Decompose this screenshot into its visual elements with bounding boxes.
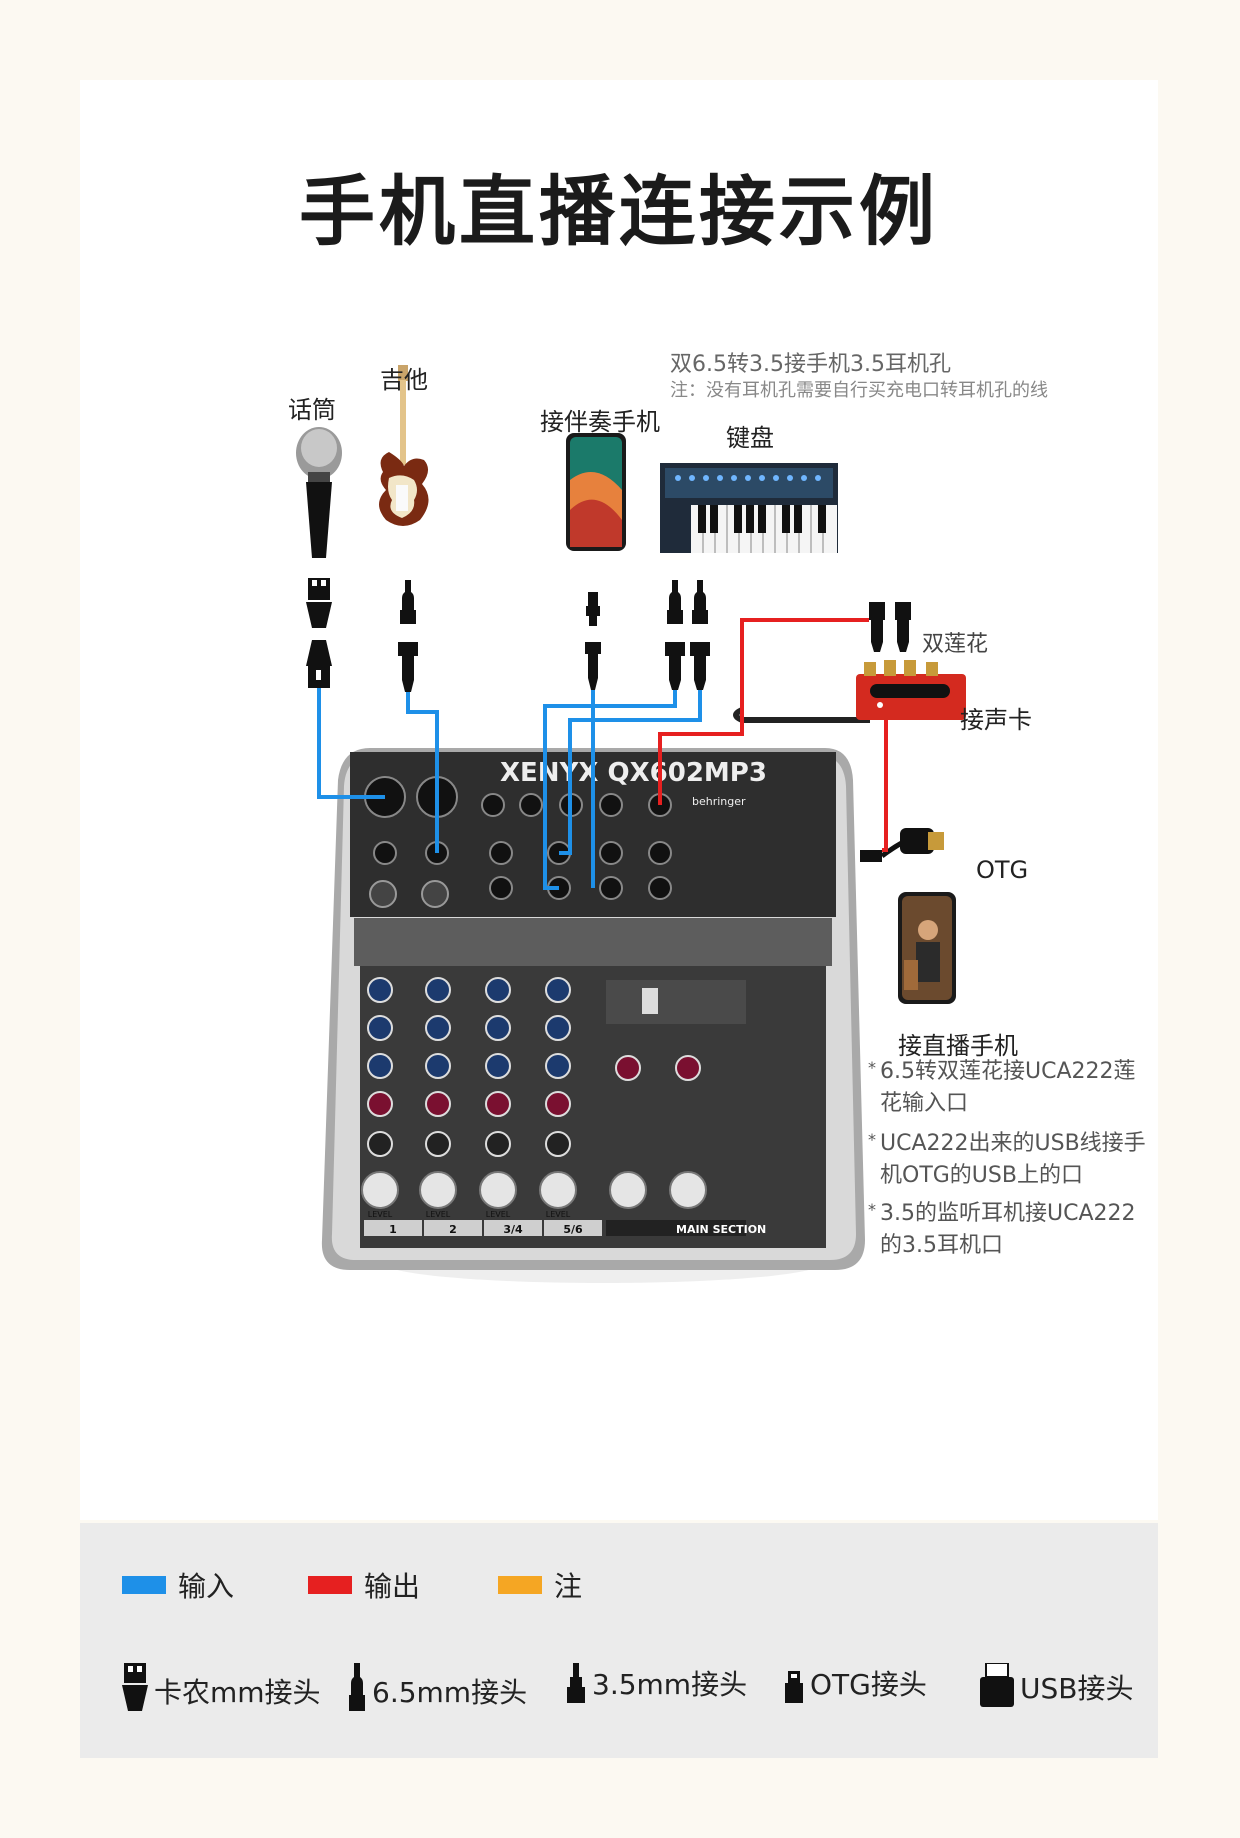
mixer-brand-label: behringer [692,795,746,808]
guitar-icon [379,365,429,526]
legend-connector-6-5: 6.5mm接头 [348,1663,527,1711]
legend-swatch [498,1576,542,1594]
usb-output-cable [882,720,888,852]
note-item: *UCA222出来的USB线接手机OTG的USB上的口 [868,1130,1146,1188]
xlr-plug-icon [306,578,332,688]
keyboard-label: 键盘 [726,424,774,452]
channel-label: 1 [389,1223,397,1236]
legend-connector-xlr: 卡农mm接头 [122,1663,321,1711]
microphone-icon [296,427,342,558]
jack-6-5-icon [398,580,418,692]
live-phone-icon [898,892,956,1004]
phone-icon [566,433,626,551]
note-item: *6.5转双莲花接UCA222莲花输入口 [868,1058,1136,1116]
legend-connector-3-5: 3.5mm接头 [566,1663,747,1703]
live-phone-label: 接直播手机 [898,1032,1018,1060]
otg-plug-icon [785,1671,803,1703]
legend: 输入 输出 注 卡农mm接头 6.5mm接头 3.5mm接头 OTG接头 [80,1523,1158,1758]
sound-card-icon [733,660,966,723]
dual-rca-label: 双莲花 [922,632,989,657]
note-item: *3.5的监听耳机接UCA222的3.5耳机口 [868,1200,1136,1258]
jack-3-5-icon [567,1663,585,1703]
legend-swatch [308,1576,352,1594]
legend-input: 输入 [122,1565,234,1605]
legend-connector-usb: USB接头 [980,1663,1133,1707]
phone-accomp-label: 接伴奏手机 [540,408,660,436]
legend-connector-otg: OTG接头 [784,1663,927,1703]
legend-note: 注 [498,1565,582,1605]
diagram-card: 手机直播连接示例 [80,80,1158,1520]
keyboard-icon [660,463,838,553]
mixer-section-label: MAIN SECTION [676,1223,766,1236]
xlr-plug-icon [122,1663,148,1711]
keyboard-input-cable-r [559,690,702,855]
sound-card-label: 接声卡 [960,706,1032,734]
header-note-line1: 双6.5转3.5接手机3.5耳机孔 [670,352,951,377]
otg-adapter-icon [860,828,944,862]
connection-diagram: XENYX QX602MP3 behringer MAIN SECTION 1 … [296,365,966,1283]
mic-label: 话筒 [288,396,336,424]
dual-jack-keyboard-icon [665,580,710,690]
guitar-input-cable [406,692,439,853]
phones-output-cable [658,618,869,805]
dual-rca-icon [869,602,911,652]
header-note-line2: 注：没有耳机孔需要自行买充电口转耳机孔的线 [670,380,1048,401]
level-label: LEVEL [368,1210,393,1219]
legend-output: 输出 [308,1565,420,1605]
page-title: 手机直播连接示例 [299,167,939,256]
level-label: LEVEL [546,1210,571,1219]
level-label: LEVEL [426,1210,451,1219]
channel-label: 5/6 [563,1223,583,1236]
channel-label: 3/4 [503,1223,523,1236]
mixer-icon [321,748,865,1283]
jack-6-5-icon [349,1663,365,1711]
jack-3-5-icon [585,592,601,690]
legend-swatch [122,1576,166,1594]
otg-label: OTG [976,856,1029,884]
usb-plug-icon [980,1663,1014,1707]
level-label: LEVEL [486,1210,511,1219]
input-cables [317,688,702,890]
mic-input-cable [317,688,385,799]
keyboard-input-cable-l [543,690,677,890]
channel-label: 2 [449,1223,457,1236]
guitar-label: 吉他 [380,366,428,394]
output-cables [658,618,888,852]
mixer-model-label: XENYX QX602MP3 [500,758,767,788]
